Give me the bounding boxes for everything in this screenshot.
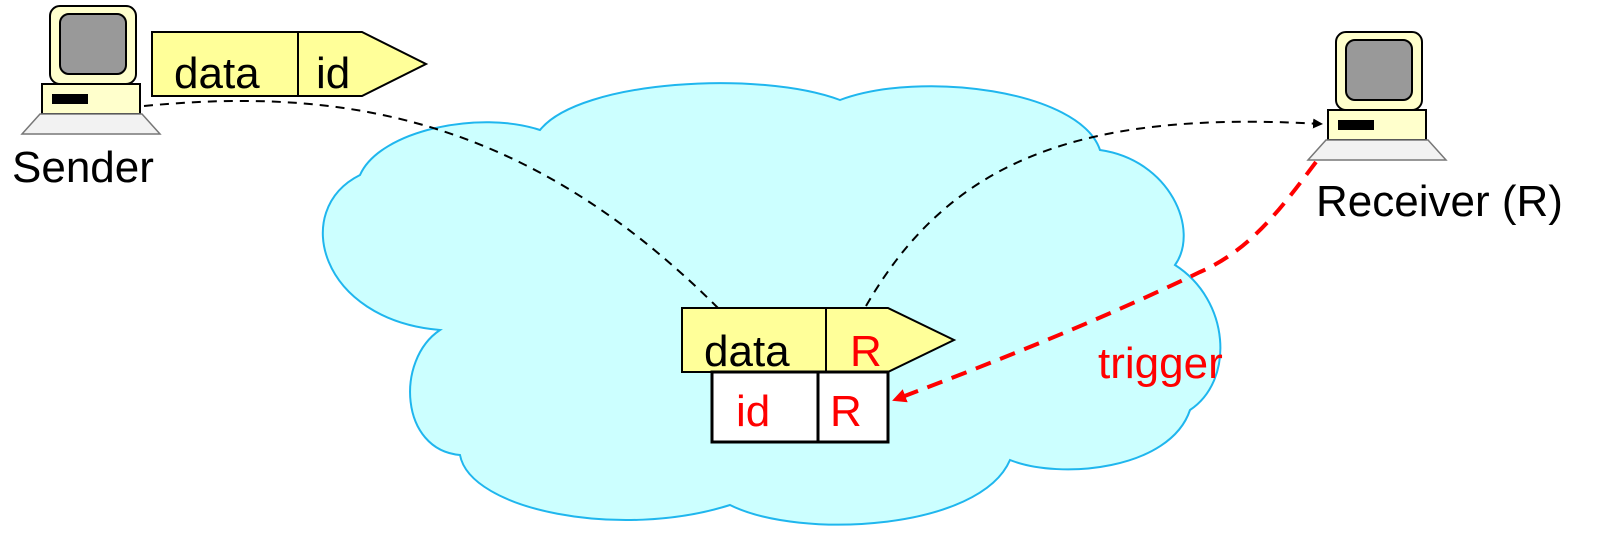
- sender-packet: data id: [151, 31, 429, 98]
- trigger-path: [892, 160, 1318, 403]
- trigger-label: trigger: [1098, 339, 1223, 388]
- receiver-computer-icon: [1306, 31, 1448, 161]
- network-packet-data: data: [704, 327, 790, 376]
- trigger-entry: id R: [710, 370, 890, 444]
- trigger-entry-r: R: [830, 387, 862, 436]
- sender-computer-icon: [20, 5, 162, 135]
- trigger-entry-id: id: [736, 387, 770, 436]
- sender-packet-data: data: [174, 49, 260, 98]
- network-cloud: [321, 82, 1222, 526]
- receiver-label: Receiver (R): [1316, 177, 1563, 226]
- network-packet: data R: [681, 307, 957, 376]
- sender-packet-id: id: [316, 49, 350, 98]
- network-packet-r: R: [850, 327, 882, 376]
- network-to-receiver-path: [865, 118, 1323, 307]
- sender-label: Sender: [12, 143, 154, 192]
